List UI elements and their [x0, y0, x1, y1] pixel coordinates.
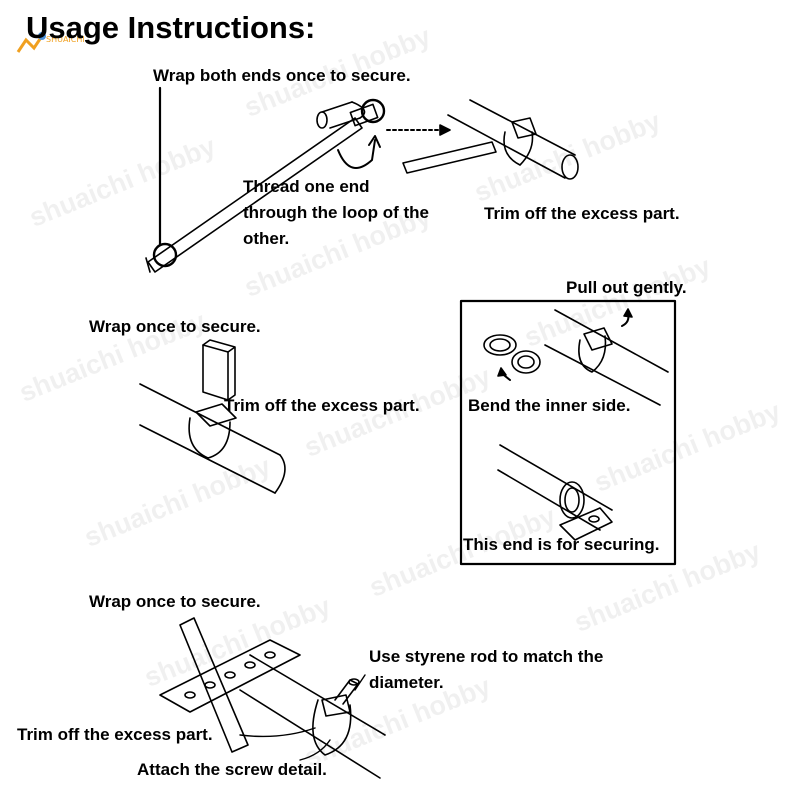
label-wrap-once-bottom: Wrap once to secure.	[89, 592, 261, 611]
highlight-circle-icon	[152, 242, 178, 268]
page-title: Usage Instructions:	[26, 10, 316, 45]
bottom-clamp-illustration	[159, 617, 386, 779]
label-pull-out: Pull out gently.	[566, 278, 687, 297]
label-thread-line2: through the loop of the	[243, 203, 430, 222]
label-thread-line3: other.	[243, 229, 290, 248]
bend-illustration	[483, 308, 669, 541]
label-styrene-line2: diameter.	[369, 673, 444, 692]
label-styrene-line1: Use styrene rod to match the	[369, 647, 604, 666]
label-bend-inner: Bend the inner side.	[468, 396, 631, 415]
label-trim-bottom: Trim off the excess part.	[17, 725, 213, 744]
wrap-once-illustration	[139, 339, 286, 494]
label-attach-screw: Attach the screw detail.	[137, 760, 327, 779]
framed-box	[459, 299, 677, 566]
label-thread-line1: Thread one end	[243, 177, 370, 196]
label-wrap-once-mid: Wrap once to secure.	[89, 317, 261, 336]
label-trim-top: Trim off the excess part.	[484, 204, 680, 223]
label-end-securing: This end is for securing.	[463, 535, 660, 554]
brand-logo: SHUAICHI	[16, 32, 84, 53]
highlight-circle-icon	[360, 98, 386, 124]
long-strap-illustration	[145, 86, 579, 273]
logo-text: SHUAICHI	[46, 35, 84, 44]
label-trim-mid: Trim off the excess part.	[224, 396, 420, 415]
label-wrap-both-ends: Wrap both ends once to secure.	[153, 66, 411, 85]
